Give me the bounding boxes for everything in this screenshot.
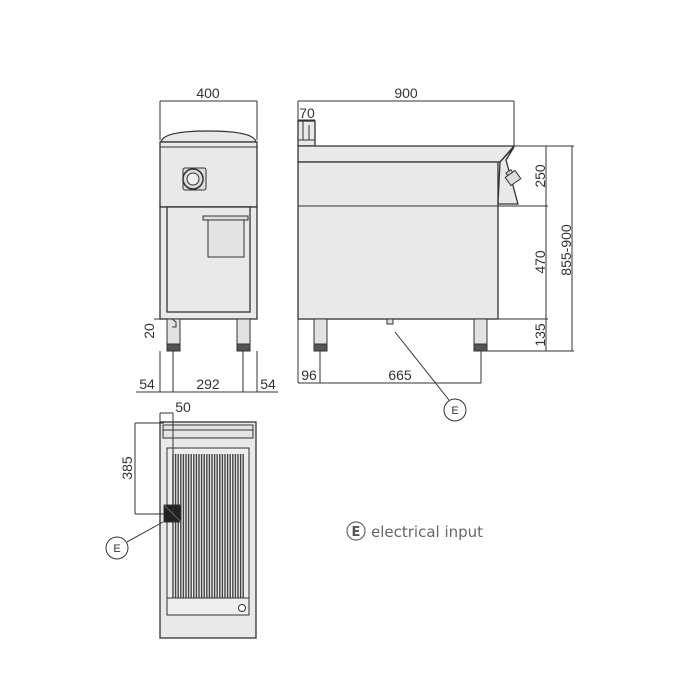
front-view: 400 54 292 54 20 xyxy=(136,85,278,393)
side-knob-icon xyxy=(504,169,522,187)
dim-left-offset: 54 xyxy=(139,376,155,392)
dim-leg-height: 135 xyxy=(532,323,548,347)
dim-drain-height: 20 xyxy=(141,323,157,339)
marker-e-top-label: E xyxy=(113,543,120,555)
side-leg-rear xyxy=(313,318,328,345)
dim-backsplash: 70 xyxy=(299,105,315,121)
dim-width: 400 xyxy=(196,85,220,101)
front-foot-right xyxy=(236,343,251,352)
dim-cabinet-height: 470 xyxy=(532,250,548,274)
side-foot-front xyxy=(473,343,488,352)
drain-hole-icon xyxy=(238,604,246,612)
side-foot-rear xyxy=(313,343,328,352)
dim-leg-offset: 96 xyxy=(301,367,317,383)
front-leg-right xyxy=(236,318,251,345)
marker-e-side-label: E xyxy=(451,405,458,417)
dim-right-offset: 54 xyxy=(260,376,276,392)
knob-inner xyxy=(186,172,200,186)
top-backsplash xyxy=(162,424,254,439)
dim-panel-height: 250 xyxy=(532,164,548,188)
grill-frame xyxy=(166,447,250,616)
dim-leg-span: 292 xyxy=(196,376,220,392)
side-leg-front xyxy=(473,318,488,345)
drain-outlet xyxy=(154,318,177,328)
front-control-panel xyxy=(159,141,258,208)
dim-depth: 900 xyxy=(394,85,418,101)
grill-ribs xyxy=(172,454,244,598)
side-body xyxy=(297,161,499,320)
front-lid xyxy=(160,130,257,143)
legend-label: electrical input xyxy=(371,523,483,541)
drawer xyxy=(207,219,245,258)
legend: E electrical input xyxy=(346,521,483,541)
dim-inlet-x: 50 xyxy=(175,399,191,415)
marker-e-top xyxy=(105,536,129,560)
top-view: 50 385 E xyxy=(105,399,257,639)
legend-marker-label: E xyxy=(352,525,361,540)
dim-side-leg-span: 665 xyxy=(388,367,412,383)
side-top xyxy=(297,145,516,163)
marker-e-side xyxy=(443,398,467,422)
side-view: 900 70 250 470 135 855-900 96 665 E xyxy=(297,85,574,422)
legend-marker-icon xyxy=(346,521,366,541)
electrical-inlet xyxy=(386,318,394,325)
dim-inlet-y: 385 xyxy=(119,456,135,480)
backsplash xyxy=(297,120,316,147)
dim-total-height: 855-900 xyxy=(558,224,574,276)
front-leg-left xyxy=(166,318,181,345)
drawer-handle xyxy=(202,215,249,221)
front-foot-left xyxy=(166,343,181,352)
